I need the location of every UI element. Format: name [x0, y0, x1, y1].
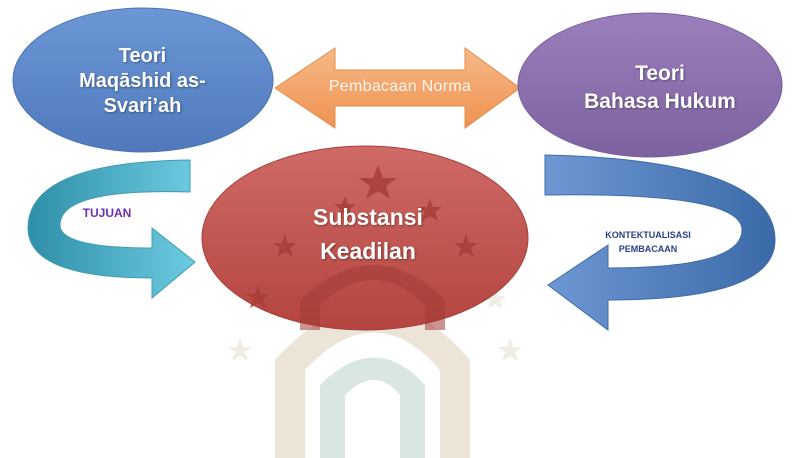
left-node-line: Teori: [118, 45, 167, 67]
watermark-star-icon: [228, 338, 252, 361]
right-arrow-label-line: KONTEKTUALISASI: [605, 230, 691, 240]
center-node-line: Keadilan: [320, 238, 416, 264]
watermark-logo: [228, 288, 522, 458]
center-star-group: [246, 165, 478, 308]
right-node-line: Teori: [635, 62, 685, 85]
star-icon: [273, 234, 297, 257]
center-node-label: Substansi Keadilan: [238, 200, 498, 268]
watermark-star-icon: [484, 288, 506, 309]
right-arrow-label-line: PEMBACAAN: [618, 244, 678, 254]
left-node-ellipse: [12, 7, 274, 153]
right-node-label: Teori Bahasa Hukum: [535, 60, 785, 116]
star-icon: [454, 234, 478, 257]
double-arrow-label: Pembacaan Norma: [328, 78, 472, 95]
left-arrow-label: TUJUAN: [82, 206, 132, 220]
left-curved-arrow: [27, 159, 196, 300]
left-node-line: Maqāshid as-: [79, 70, 206, 92]
star-icon: [246, 285, 270, 308]
star-icon: [359, 165, 397, 199]
right-curved-arrow: [544, 154, 776, 331]
watermark-star-icon: [498, 338, 522, 361]
right-node-ellipse: [517, 12, 783, 158]
star-icon: [418, 198, 442, 221]
center-node-ellipse: [201, 145, 529, 331]
right-arrow-label: KONTEKTUALISASI PEMBACAAN: [578, 228, 718, 256]
right-node-line: Bahasa Hukum: [584, 90, 736, 113]
center-node-line: Substansi: [313, 204, 423, 230]
watermark-arch-inner: [320, 357, 425, 458]
watermark-arch-outer: [275, 305, 470, 458]
left-node-line: Svari’ah: [103, 95, 182, 117]
left-node-label: Teori Maqāshid as- Svari’ah: [30, 44, 255, 119]
star-icon: [334, 196, 356, 217]
center-arch-watermark: [300, 265, 445, 330]
